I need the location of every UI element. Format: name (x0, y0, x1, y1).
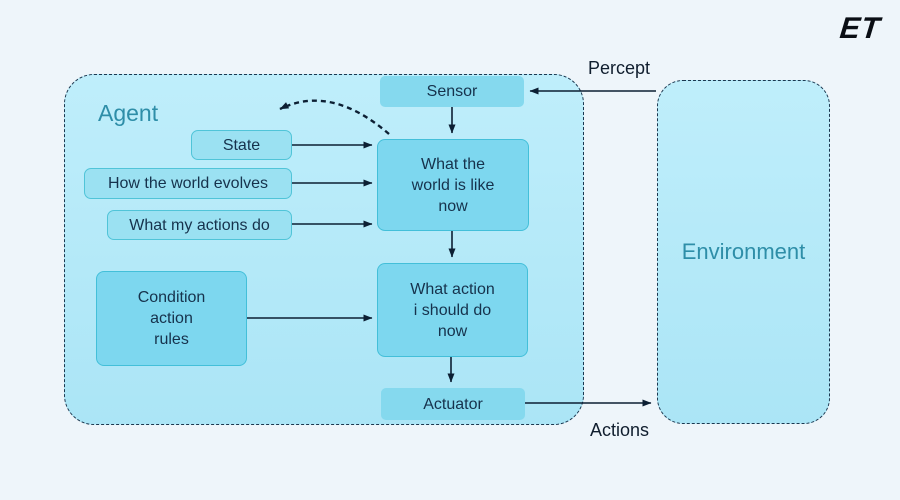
agent-label: Agent (98, 100, 159, 126)
node-what-action-should-do-now: What action i should do now (377, 263, 528, 357)
node-state: State (191, 130, 292, 160)
actions-label: Actions (590, 420, 650, 440)
node-what-world-is-like-now: What the world is like now (377, 139, 529, 231)
node-condition-action-rules: Condition action rules (96, 271, 247, 366)
node-sensor: Sensor (380, 76, 524, 107)
percept-label: Percept (588, 58, 651, 78)
brand-logo: ET (837, 12, 882, 45)
agent-container: Agent (64, 74, 584, 425)
node-how-world-evolves: How the world evolves (84, 168, 292, 199)
environment-label: Environment (681, 239, 806, 264)
node-what-my-actions-do: What my actions do (107, 210, 292, 240)
node-actuator: Actuator (381, 388, 525, 420)
environment-container: Environment (657, 80, 830, 424)
